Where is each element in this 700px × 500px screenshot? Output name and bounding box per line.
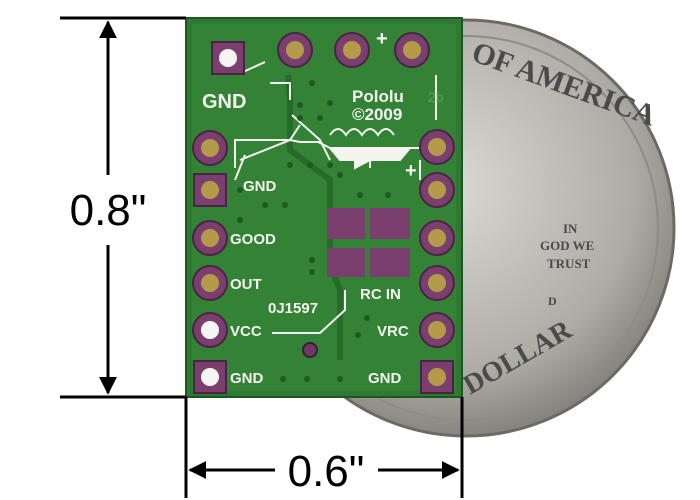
pin-hole: [428, 138, 446, 156]
label-gnd-mid: GND: [243, 178, 277, 195]
pcb-board: GND Pololu ©2009 2b GND GOOD OUT 0J1597 …: [185, 17, 463, 398]
label-plus-top: +: [376, 28, 388, 50]
pin-hole: [343, 41, 361, 59]
pin-hole: [403, 41, 421, 59]
pin-hole: [428, 368, 446, 386]
via-pad: [302, 342, 318, 358]
label-good: GOOD: [230, 231, 276, 248]
smd-pad: [327, 208, 365, 239]
pin-hole: [201, 181, 219, 199]
pin-hole: [201, 139, 219, 157]
coin-mint: D: [548, 294, 557, 308]
coin-motto-2: GOD WE: [540, 238, 594, 253]
width-label: 0.6": [288, 447, 365, 496]
label-vcc: VCC: [230, 323, 262, 340]
copyright-label: ©2009: [352, 105, 402, 124]
part-number-label: 0J1597: [268, 300, 318, 317]
brand-label: Pololu: [352, 87, 404, 106]
pin-pads: [192, 32, 455, 394]
pin-hole: [219, 49, 237, 67]
pin-hole: [428, 229, 446, 247]
height-dimension: [60, 16, 186, 399]
label-vrc: VRC: [377, 323, 409, 340]
pin-hole: [201, 229, 219, 247]
smd-pad: [370, 208, 410, 239]
coin-motto-3: TRUST: [547, 256, 591, 271]
pin-hole: [201, 274, 219, 292]
label-gnd-bottom-left: GND: [230, 370, 264, 387]
pin-hole: [428, 274, 446, 292]
coin-motto-1: IN: [563, 221, 578, 236]
pin-hole: [201, 368, 219, 386]
label-gnd-bottom-right: GND: [368, 370, 402, 387]
pin-hole: [428, 321, 446, 339]
label-gnd-top: GND: [202, 91, 246, 113]
smd-pad: [370, 248, 410, 277]
width-dimension: [184, 397, 464, 498]
pin-hole: [286, 41, 304, 59]
pin-hole: [428, 181, 446, 199]
label-rc-in: RC IN: [360, 286, 401, 303]
label-plus-right: +: [405, 160, 417, 182]
revision-label: 2b: [428, 89, 444, 105]
label-out: OUT: [230, 276, 262, 293]
height-label: 0.8": [70, 186, 147, 235]
pin-hole: [201, 321, 219, 339]
smd-pad: [327, 248, 365, 277]
